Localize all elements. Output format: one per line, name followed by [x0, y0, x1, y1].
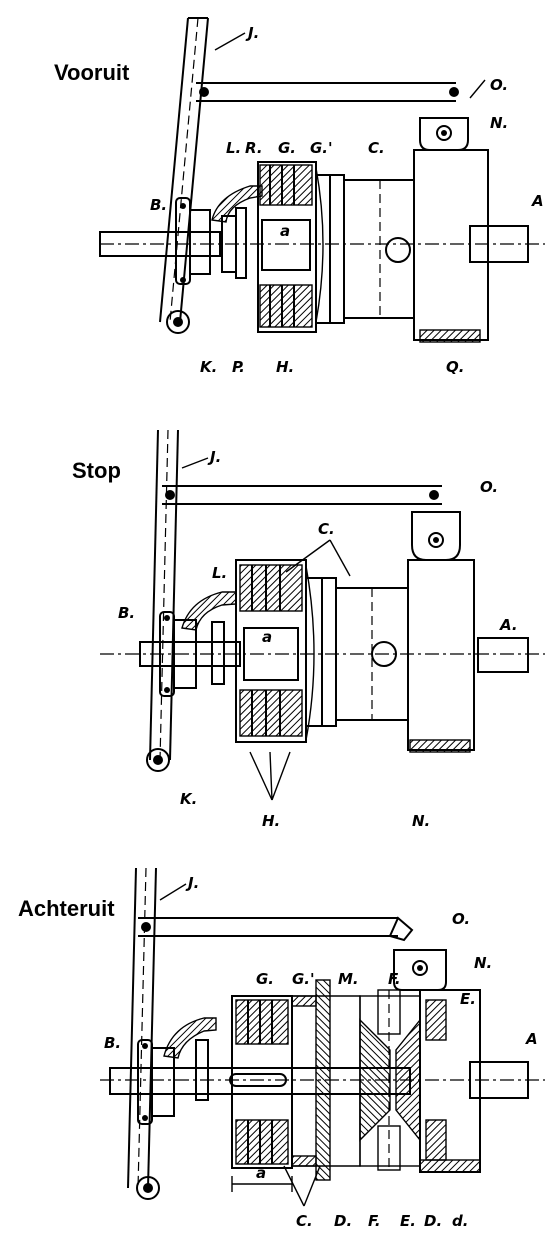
panel-title: Stop — [72, 458, 121, 483]
drum-n — [413, 117, 489, 343]
label-l: L. — [226, 139, 241, 157]
reverse-gear-housing — [291, 979, 481, 1181]
label-q: Q. — [446, 358, 464, 376]
clutch-finger — [163, 1017, 217, 1059]
clutch-pack — [231, 995, 293, 1169]
label-o: O. — [452, 910, 470, 928]
label-c: C. — [318, 520, 335, 538]
label-c: C. — [296, 1212, 313, 1230]
lever-j — [127, 867, 187, 1200]
output-shaft — [469, 225, 529, 263]
label-d-lower: d. — [452, 1212, 468, 1230]
collar-b — [175, 197, 211, 285]
label-h: H. — [262, 812, 280, 830]
label-j: J. — [245, 24, 259, 42]
label-f2: F. — [368, 1212, 381, 1230]
label-a: a — [262, 628, 272, 646]
link-rod — [196, 79, 486, 102]
label-b: B. — [150, 196, 167, 214]
label-a-shaft: A. — [499, 616, 518, 634]
flange-plate — [321, 577, 337, 727]
output-shaft — [477, 637, 529, 673]
clutch-finger — [181, 591, 237, 631]
label-d: D. — [334, 1212, 352, 1230]
label-r: R. — [245, 139, 263, 157]
link-rod — [162, 485, 442, 505]
label-e: E. — [460, 990, 476, 1008]
panel-title: Achteruit — [18, 896, 115, 921]
input-shaft — [139, 641, 241, 667]
housing-c — [343, 179, 415, 319]
panel-vooruit: Vooruit — [54, 17, 545, 376]
label-n: N. — [474, 954, 492, 972]
label-g: G. — [278, 139, 296, 157]
label-g1: G.' — [310, 139, 333, 157]
lever-j — [159, 17, 246, 334]
clutch-pack — [257, 161, 324, 333]
label-n: N. — [490, 114, 508, 132]
label-a-shaft: A — [525, 1030, 538, 1048]
keyway — [229, 1073, 287, 1087]
label-p: P. — [232, 358, 245, 376]
label-o: O. — [490, 76, 508, 94]
label-j: J. — [207, 448, 221, 466]
label-g1: G.' — [292, 970, 315, 988]
label-a: a — [280, 222, 290, 240]
input-shaft — [99, 231, 221, 257]
collar-b — [137, 1039, 175, 1125]
panel-stop: Stop — [72, 429, 545, 830]
label-c: C. — [368, 139, 385, 157]
label-h: H. — [276, 358, 294, 376]
label-n: N. — [412, 812, 430, 830]
label-j: J. — [185, 874, 199, 892]
label-d2: D. — [424, 1212, 442, 1230]
label-a-shaft: A — [531, 192, 544, 210]
label-o: O. — [480, 478, 498, 496]
panel-achteruit: Achteruit — [18, 867, 545, 1230]
label-g: G. — [256, 970, 274, 988]
label-b: B. — [104, 1034, 121, 1052]
label-f: F. — [388, 970, 401, 988]
sleeve — [195, 1039, 209, 1101]
output-shaft — [469, 1061, 529, 1099]
link-rod — [138, 916, 414, 942]
drum-n — [393, 949, 447, 991]
label-k: K. — [180, 790, 197, 808]
label-m: M. — [338, 970, 359, 988]
lever-j — [146, 429, 209, 772]
label-a: a — [256, 1164, 266, 1182]
label-b: B. — [118, 604, 135, 622]
sleeve-p — [235, 207, 247, 279]
panel-title: Vooruit — [54, 60, 130, 85]
label-k: K. — [200, 358, 217, 376]
drum-n — [407, 511, 475, 753]
label-e2: E. — [400, 1212, 416, 1230]
flange-plate — [329, 174, 345, 324]
sleeve-l — [211, 621, 225, 685]
label-l: L. — [212, 564, 227, 582]
clutch-pack — [235, 559, 315, 743]
